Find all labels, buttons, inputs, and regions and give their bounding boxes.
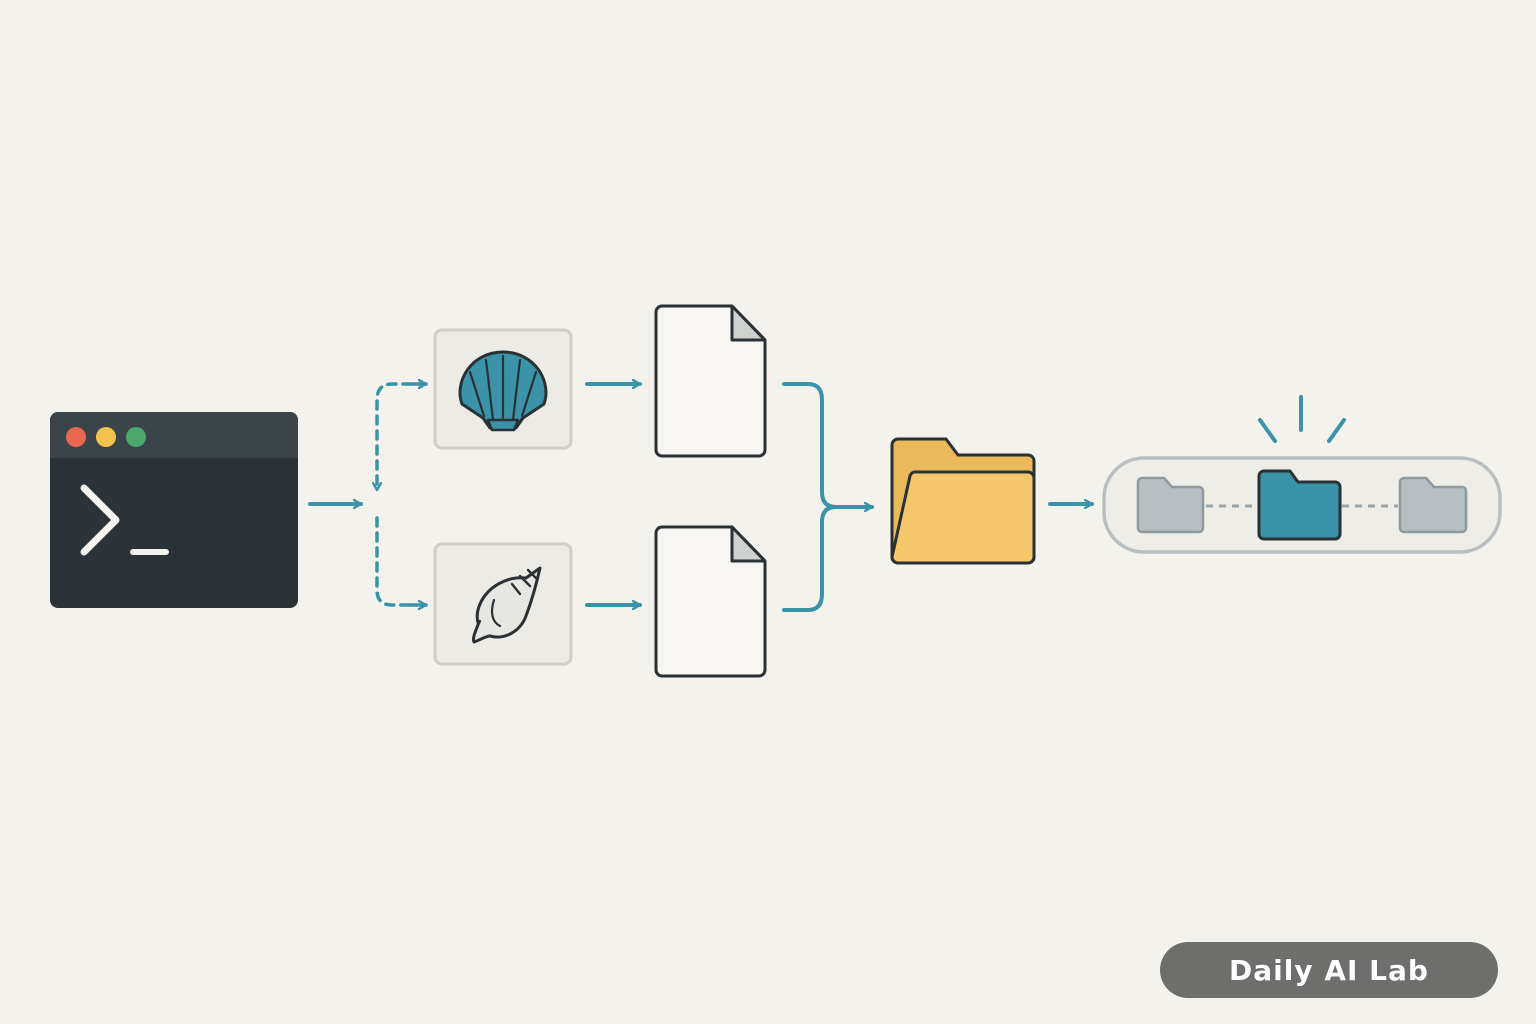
brand-badge: Daily AI Lab [1160, 942, 1498, 998]
open-folder-icon [890, 437, 1036, 565]
folder-strip [1102, 395, 1502, 554]
folder-icon-highlighted [1257, 469, 1342, 541]
window-minimize-dot [96, 427, 116, 447]
window-maximize-dot [126, 427, 146, 447]
scallop-shell-icon [458, 350, 548, 432]
merge-bracket [782, 382, 838, 612]
dashed-branch-top [377, 382, 428, 492]
folder-icon-left [1136, 476, 1205, 534]
document-icon-top [654, 304, 767, 458]
scallop-shell-tile [433, 328, 573, 450]
window-close-dot [66, 427, 86, 447]
dashed-branch-bottom [375, 516, 412, 607]
conch-shell-tile [433, 542, 573, 666]
prompt-chevron [80, 484, 120, 556]
folder-icon-right [1398, 476, 1468, 534]
document-icon-bottom [654, 525, 767, 678]
terminal-icon [50, 412, 298, 608]
highlight-sparkle-icon [1258, 395, 1346, 443]
conch-shell-icon [472, 566, 542, 644]
